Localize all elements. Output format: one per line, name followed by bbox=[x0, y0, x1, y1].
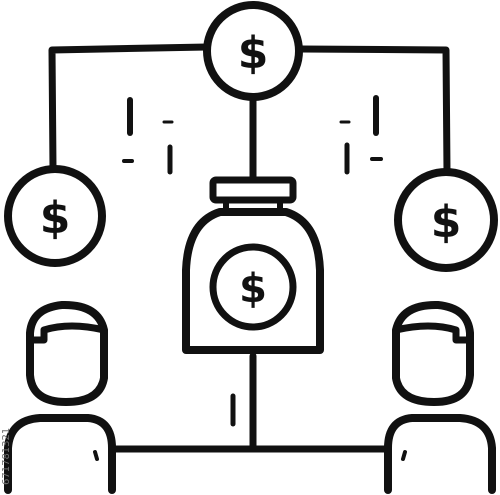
money-bag: $ bbox=[182, 176, 324, 354]
left-person-hair bbox=[26, 322, 108, 344]
right-coin: $ bbox=[394, 168, 498, 272]
right-person-hair bbox=[392, 322, 474, 344]
top-coin-outline bbox=[203, 1, 303, 101]
top-coin: $ bbox=[203, 1, 303, 101]
connector-lines bbox=[48, 43, 451, 453]
left-person-head bbox=[26, 300, 108, 406]
money-bag-dollar-icon: $ bbox=[239, 266, 267, 312]
money-bag-body bbox=[182, 208, 324, 354]
right-person-shirt-mark bbox=[401, 450, 407, 461]
watermark-stock-id: 671781321 bbox=[1, 427, 12, 485]
right-person-body bbox=[384, 414, 496, 494]
right-coin-dollar-icon: $ bbox=[431, 197, 462, 248]
right-coin-outline bbox=[394, 168, 498, 272]
top-coin-dollar-icon: $ bbox=[238, 28, 269, 79]
money-bag-cap bbox=[209, 176, 297, 204]
right-person-head bbox=[392, 300, 474, 406]
left-coin: $ bbox=[4, 165, 106, 267]
line-top-right bbox=[297, 45, 451, 176]
left-coin-outline bbox=[4, 165, 106, 267]
right-person bbox=[384, 300, 496, 494]
money-bag-coin-outline bbox=[209, 243, 297, 331]
motion-dashes bbox=[122, 95, 383, 427]
line-top-left bbox=[48, 43, 211, 172]
left-person-shirt-mark bbox=[93, 450, 99, 461]
left-person bbox=[4, 300, 116, 494]
left-coin-dollar-icon: $ bbox=[40, 193, 71, 244]
left-person-body bbox=[4, 414, 116, 494]
